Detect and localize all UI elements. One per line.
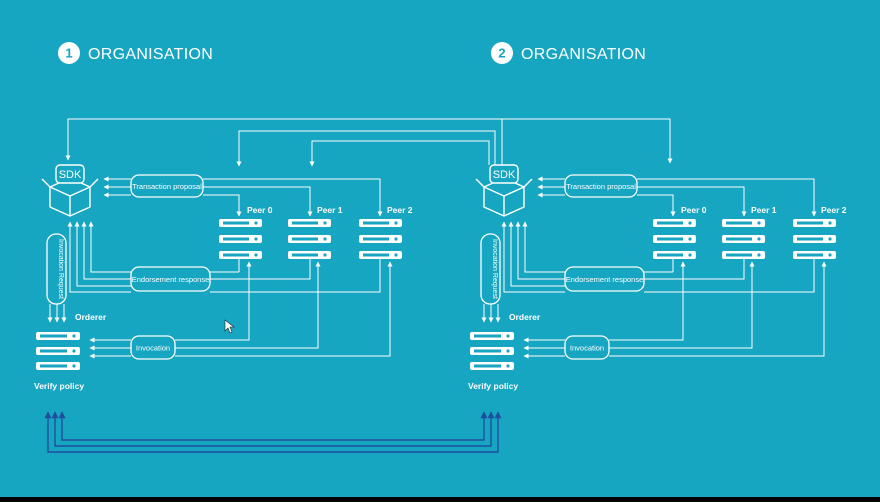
org-2-peer-1-label: Peer 1 — [751, 205, 777, 215]
cross-org-top-lines — [65, 118, 673, 167]
org-2-number-badge — [491, 42, 513, 64]
org-2-endorsement-lines — [501, 221, 815, 293]
org-1-verify-policy-label: Verify policy — [34, 381, 84, 391]
org-1-endorsement-lines — [67, 221, 381, 293]
org-1-orderer-server-icon — [36, 332, 80, 370]
org-2-invocation-lines — [523, 261, 827, 359]
org-2-invocation-box — [564, 335, 610, 360]
organisation-1: 1 ORGANISATION SDK Invocation Request — [34, 42, 413, 391]
org-1-invocation-label: Invocation — [136, 344, 170, 353]
org-2-orderer-label: Orderer — [509, 312, 541, 322]
org-2-verify-policy-label: Verify policy — [468, 381, 518, 391]
org-2-invocation-label: Invocation — [570, 344, 604, 353]
cross-org-bottom-lines — [44, 411, 502, 453]
org-2-proposal-lines — [537, 176, 817, 217]
org-2-peer-0-server-icon — [653, 219, 696, 259]
org-1-peer-2-label: Peer 2 — [387, 205, 413, 215]
org-2-peer-0-label: Peer 0 — [681, 205, 707, 215]
org-1-endorsement-response-box — [130, 266, 211, 292]
org-1-number: 1 — [65, 46, 72, 61]
org-2-endorsement-response-label: Endorsement response — [566, 275, 644, 284]
org-2-title: ORGANISATION — [521, 46, 646, 63]
org-1-transaction-proposal-label: Transaction proposal — [132, 182, 202, 191]
org-1-request-arrows — [47, 304, 67, 323]
organisation-2: 2 ORGANISATION SDK Invocation Request — [468, 42, 847, 391]
org-2-sdk-icon — [475, 164, 533, 217]
mouse-cursor-icon — [224, 319, 235, 334]
org-2-peer-2-server-icon — [793, 219, 836, 259]
org-2-endorsement-response-box — [564, 266, 645, 292]
org-1-invocation-request-label: Invocation Request — [57, 239, 64, 299]
org-2-peer-1-server-icon — [722, 219, 765, 259]
org-1-peer-0-server-icon — [219, 219, 262, 259]
org-2-transaction-proposal-box — [564, 174, 638, 198]
org-1-sdk-icon — [41, 164, 99, 217]
org-1-peer-1-server-icon — [288, 219, 331, 259]
org-1-peer-2-server-icon — [359, 219, 402, 259]
org-1-sdk-label: SDK — [59, 169, 82, 181]
org-1-title: ORGANISATION — [88, 46, 213, 63]
org-1-peer-1-label: Peer 1 — [317, 205, 343, 215]
org-2-invocation-request-label: Invocation Request — [491, 239, 498, 299]
org-1-invocation-box — [130, 335, 176, 360]
org-2-number: 2 — [498, 46, 505, 61]
org-1-invocation-lines — [89, 261, 393, 359]
org-2-transaction-proposal-label: Transaction proposal — [566, 182, 636, 191]
org-2-request-arrows — [481, 304, 501, 323]
org-1-transaction-proposal-box — [130, 174, 204, 198]
org-2-peer-2-label: Peer 2 — [821, 205, 847, 215]
org-1-peer-0-label: Peer 0 — [247, 205, 273, 215]
org-2-sdk-label: SDK — [493, 169, 516, 181]
org-2-orderer-server-icon — [470, 332, 514, 370]
org-1-endorsement-response-label: Endorsement response — [132, 275, 210, 284]
org-1-number-badge — [58, 42, 80, 64]
org-1-orderer-label: Orderer — [75, 312, 107, 322]
org-1-proposal-lines — [103, 176, 383, 217]
